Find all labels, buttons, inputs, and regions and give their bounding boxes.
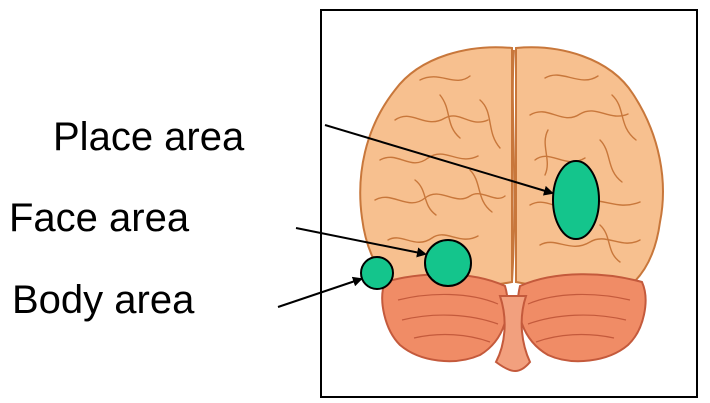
face-area-region bbox=[425, 240, 471, 286]
body-area-label: Body area bbox=[12, 280, 194, 320]
face-area-label: Face area bbox=[9, 198, 189, 238]
cerebral-cortex bbox=[360, 47, 663, 287]
body-area-region bbox=[361, 257, 393, 289]
place-area-region bbox=[553, 161, 599, 239]
place-area-label: Place area bbox=[53, 117, 244, 157]
